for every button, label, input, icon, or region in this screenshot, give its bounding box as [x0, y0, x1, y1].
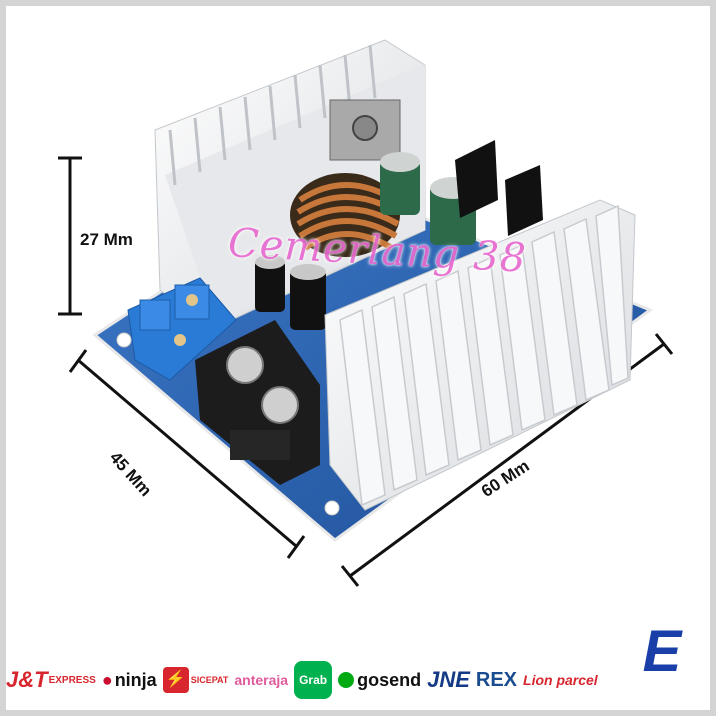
gosend-logo: gosend: [338, 670, 421, 691]
grab-logo: Grab: [294, 661, 333, 699]
sicepat-logo-text: SICEPAT: [190, 675, 229, 685]
height-dimension-label: 27 Mm: [80, 230, 133, 249]
jne-logo-text: JNE: [427, 667, 470, 692]
store-corner-logo: E: [642, 619, 682, 684]
anteraja-logo: anteraja: [234, 672, 288, 688]
capacitors: [255, 152, 476, 330]
ninja-xpress-logo: ● ninja: [102, 670, 157, 691]
back-heatsink: [154, 39, 426, 331]
lion-parcel-logo: Lion parcel: [523, 672, 598, 688]
front-heatsink: [324, 199, 636, 511]
terminal-block: [195, 320, 320, 485]
sicepat-logo: ⚡ SICEPAT: [162, 667, 229, 693]
lion-logo-text: Lion parcel: [523, 672, 598, 688]
ninja-icon: ●: [101, 669, 113, 690]
rex-logo: REX: [476, 669, 517, 692]
anteraja-logo-text: anteraja: [234, 672, 289, 688]
sicepat-icon: ⚡: [162, 667, 189, 693]
jne-logo: JNE: [427, 667, 470, 693]
gosend-icon: [338, 672, 355, 688]
jt-logo-sub: EXPRESS: [48, 674, 96, 686]
potentiometers: [127, 277, 237, 381]
gosend-logo-text: gosend: [357, 669, 422, 690]
transistors: [455, 140, 543, 236]
ninja-logo-text: ninja: [114, 669, 157, 690]
rex-logo-text: REX: [475, 668, 518, 691]
grab-logo-text: Grab: [294, 661, 333, 699]
jt-logo-text: J&T: [6, 667, 48, 692]
